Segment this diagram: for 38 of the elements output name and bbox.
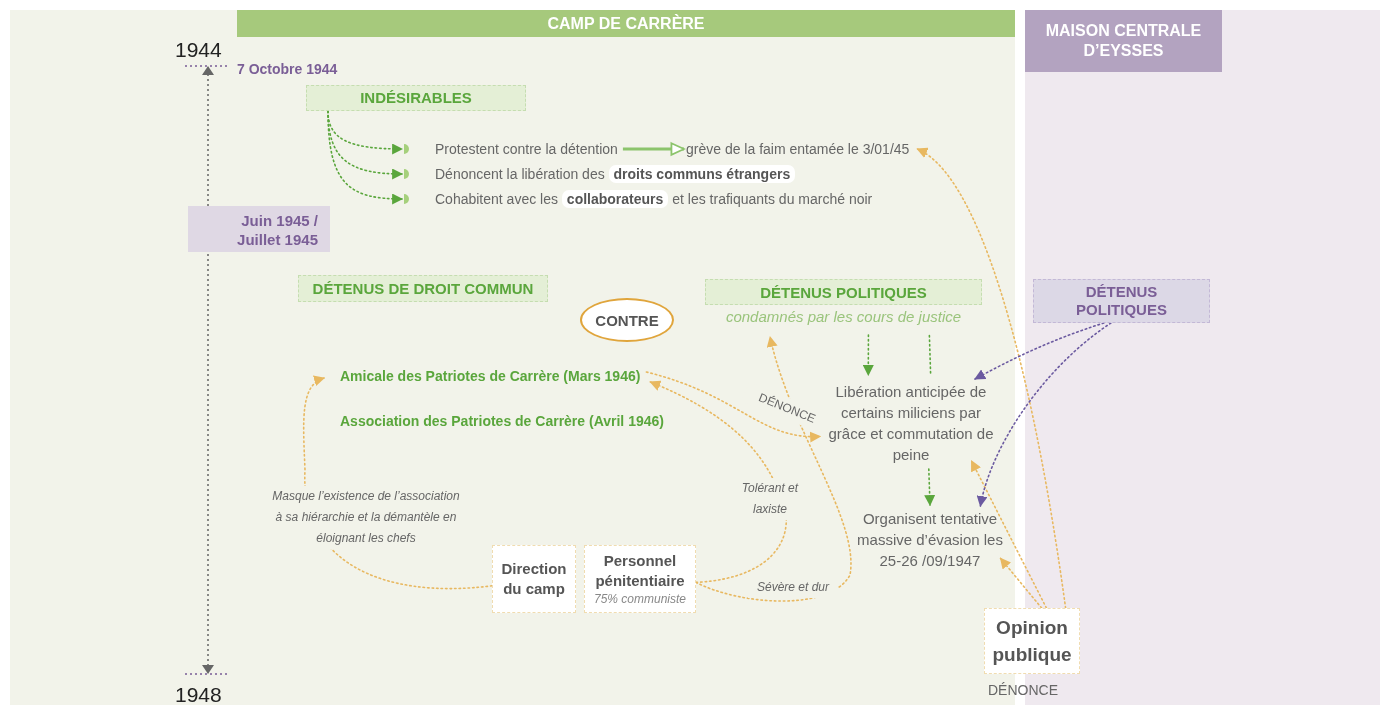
arrow — [916, 148, 1067, 609]
panel-header: CAMP DE CARRÈRE — [237, 10, 1015, 37]
arrow — [649, 380, 788, 584]
category-label: DÉTENUS POLITIQUES — [705, 279, 982, 305]
date-box: Juin 1945 / Juillet 1945 — [188, 206, 330, 252]
annotation-text: DÉNONCE — [988, 682, 1058, 698]
arrow — [977, 322, 1112, 508]
category-label: DÉTENUS DE DROIT COMMUN — [298, 275, 548, 302]
date-label: 7 Octobre 1944 — [237, 61, 338, 77]
category-label: DÉTENUS POLITIQUES — [1033, 279, 1210, 323]
association-name: Amicale des Patriotes de Carrère (Mars 1946) — [340, 366, 641, 386]
arrow — [924, 468, 936, 507]
association-name: Association des Patriotes de Carrère (Avril 1946) — [340, 411, 664, 431]
statement-text: Dénoncent la libération des droits communs étrangers — [435, 164, 796, 184]
category-label: INDÉSIRABLES — [306, 85, 526, 111]
statement-text: Cohabitent avec les collaborateurs et les trafiquants du marché noir — [435, 189, 873, 209]
year-label: 1944 — [175, 38, 222, 62]
year-label: 1948 — [175, 683, 222, 707]
box-subtitle: 75% communiste — [593, 591, 686, 607]
connector-line — [928, 334, 932, 374]
arrow — [862, 334, 874, 377]
arrow — [622, 142, 685, 156]
arrow — [974, 322, 1105, 380]
panel-header: MAISON CENTRALE D’EYSSES — [1025, 10, 1222, 72]
statement-text: grève de la faim entamée le 3/01/45 — [686, 139, 910, 159]
box-title: Personnel pénitentiaire — [594, 551, 686, 591]
arrow — [970, 460, 1048, 609]
subtitle-text: condamnés par les cours de justice — [725, 308, 962, 325]
actor-box: Direction du camp — [492, 545, 576, 613]
arrow — [695, 335, 852, 602]
label-ellipse: CONTRE — [580, 298, 674, 342]
statement-text: Protestent contre la détention — [435, 140, 618, 159]
arrow — [645, 371, 822, 442]
arrow — [999, 557, 1043, 609]
statement-text: Organisent tentative massive d’évasion les 25-26 /09/1947 — [846, 508, 1014, 571]
actor-box: Opinion publique — [984, 608, 1080, 674]
actor-box — [584, 545, 696, 613]
arrow — [327, 110, 404, 205]
